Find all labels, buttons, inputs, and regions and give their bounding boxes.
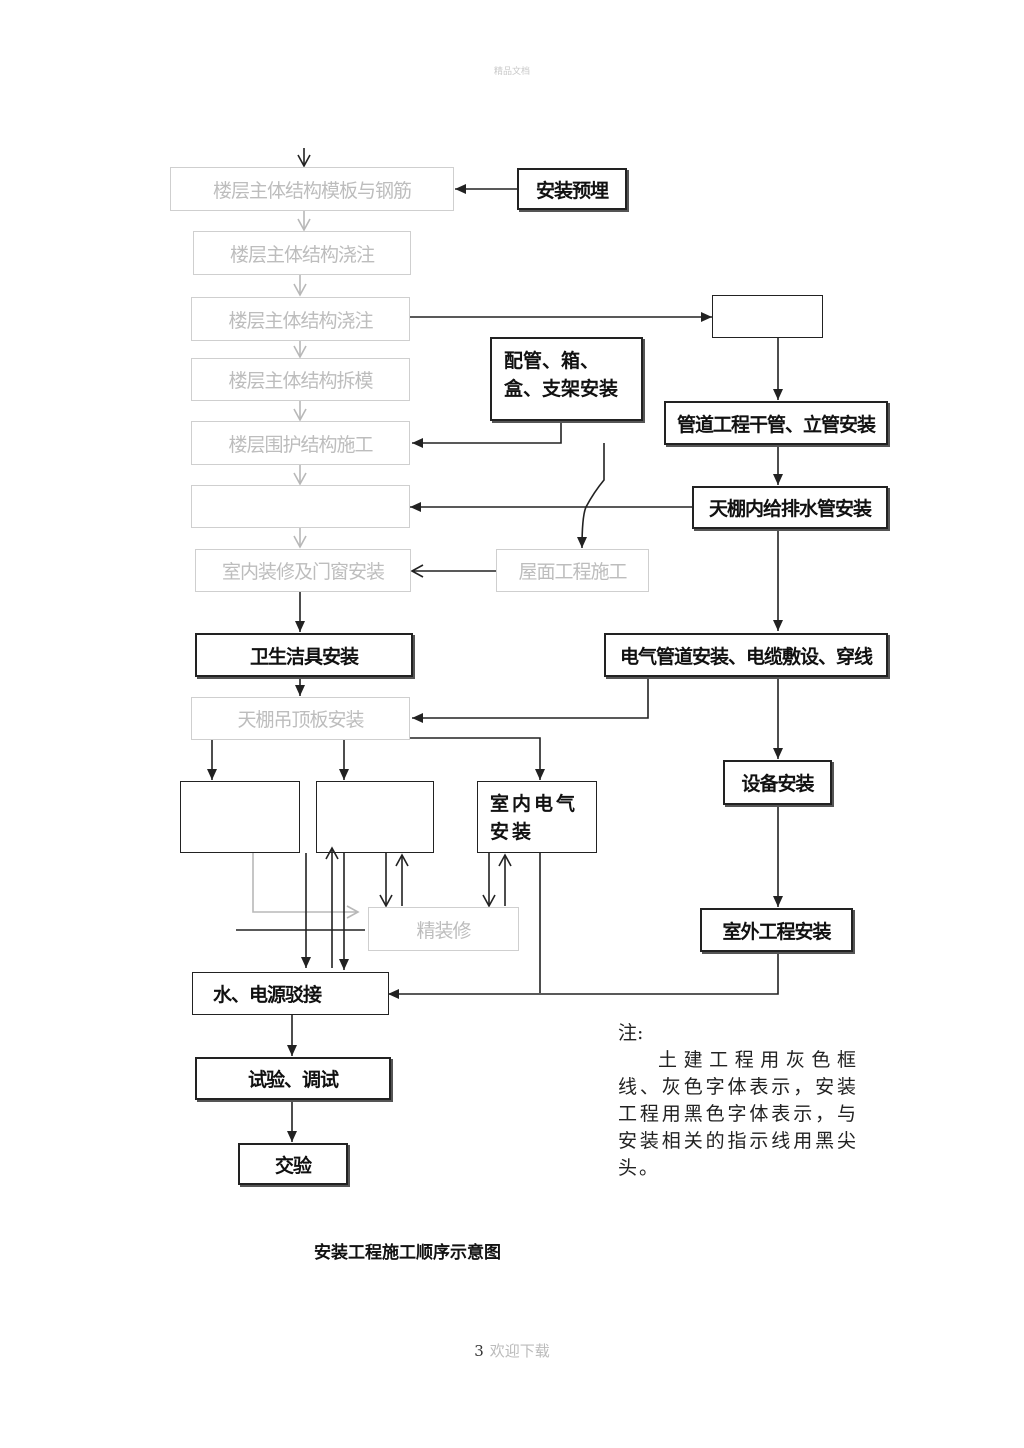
box-ceiling-board: 天棚吊顶板安装	[191, 697, 410, 740]
box-floor-formwork-removal: 楼层主体结构拆模	[191, 358, 410, 401]
box-floor-concrete-pour-1: 楼层主体结构浇注	[193, 231, 411, 275]
download-text: 欢迎下载	[489, 1342, 550, 1360]
box-empty-grey	[191, 485, 410, 528]
page-footer: 3 欢迎下载	[0, 1340, 1024, 1361]
header-watermark: 精品文档	[493, 67, 530, 77]
box-sanitary-fixtures: 卫生洁具安装	[195, 633, 413, 677]
box-electrical-conduit-cable: 电气管道安装、电缆敷设、穿线	[604, 633, 888, 677]
box-conduit-box-bracket: 配管、箱、盒、支架安装	[490, 337, 643, 421]
legend-note: 注: 土建工程用灰色框线、灰色字体表示，安装工程用黑色字体表示，与安装相关的指示…	[618, 1020, 858, 1182]
box-floor-concrete-pour-2: 楼层主体结构浇注	[191, 297, 410, 341]
box-interior-doors-windows: 室内装修及门窗安装	[195, 549, 411, 592]
box-water-power-connection: 水、电源驳接	[192, 972, 389, 1015]
diagram-caption: 安装工程施工顺序示意图	[314, 1243, 501, 1263]
note-title: 注:	[618, 1022, 644, 1044]
box-pipe-main-riser: 管道工程干管、立管安装	[664, 401, 888, 445]
box-floor-enclosure: 楼层围护结构施工	[191, 421, 410, 465]
box-handover: 交验	[238, 1143, 348, 1185]
box-outdoor-works: 室外工程安装	[700, 908, 853, 952]
box-empty-middle	[316, 781, 434, 853]
page-number: 3	[474, 1342, 484, 1360]
box-floor-formwork-rebar: 楼层主体结构模板与钢筋	[170, 167, 454, 211]
box-ceiling-water-pipes: 天棚内给排水管安装	[692, 486, 888, 529]
box-equipment-installation: 设备安装	[723, 760, 832, 805]
box-fine-decoration: 精装修	[368, 907, 519, 951]
box-embedded-installation: 安装预埋	[517, 168, 627, 210]
note-body: 土建工程用灰色框线、灰色字体表示，安装工程用黑色字体表示，与安装相关的指示线用黑…	[618, 1049, 858, 1179]
box-roof-works: 屋面工程施工	[496, 549, 649, 592]
box-empty-top-right	[712, 295, 823, 338]
box-testing-commissioning: 试验、调试	[195, 1057, 391, 1100]
box-empty-left	[180, 781, 300, 853]
box-indoor-electrical: 室内电气安装	[477, 781, 597, 853]
